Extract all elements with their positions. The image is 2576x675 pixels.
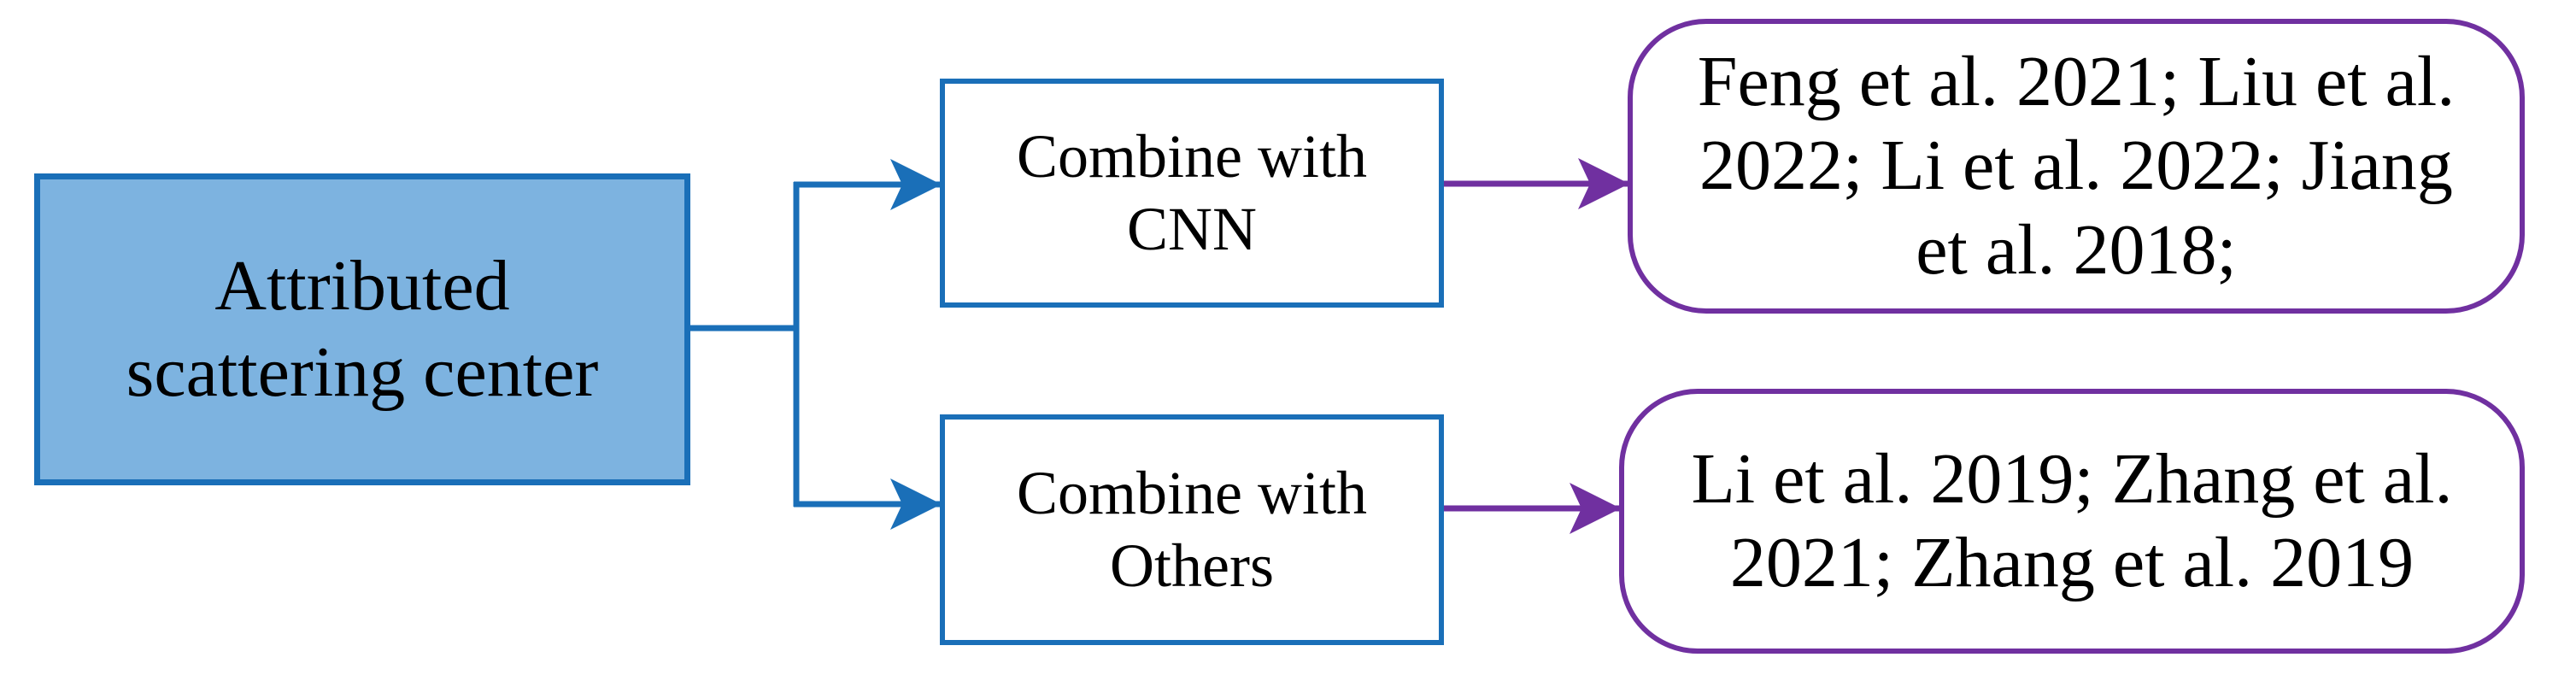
method-node-combine-with-cnn: Combine with CNN bbox=[940, 79, 1444, 308]
references-node-cnn: Feng et al. 2021; Liu et al. 2022; Li et… bbox=[1628, 19, 2525, 314]
root-node-line-1: Attributed bbox=[214, 245, 510, 326]
references-node-others: Li et al. 2019; Zhang et al. 2021; Zhang… bbox=[1619, 389, 2525, 654]
references-cnn-line-1: Feng et al. 2021; Liu et al. bbox=[1697, 42, 2456, 122]
method-node-combine-with-others: Combine with Others bbox=[940, 414, 1444, 645]
method-others-line-1: Combine with bbox=[1017, 459, 1367, 528]
references-others-line-2: 2021; Zhang et al. 2019 bbox=[1729, 523, 2415, 602]
method-others-line-2: Others bbox=[1110, 531, 1274, 600]
references-cnn-line-3: et al. 2018; bbox=[1916, 209, 2237, 290]
method-cnn-line-1: Combine with bbox=[1017, 122, 1367, 191]
root-node-line-2: scattering center bbox=[126, 332, 599, 412]
references-others-line-1: Li et al. 2019; Zhang et al. bbox=[1691, 438, 2453, 519]
root-node-attributed-scattering-center: Attributed scattering center bbox=[34, 173, 690, 485]
method-cnn-line-2: CNN bbox=[1126, 195, 1257, 263]
references-cnn-line-2: 2022; Li et al. 2022; Jiang bbox=[1699, 126, 2453, 206]
